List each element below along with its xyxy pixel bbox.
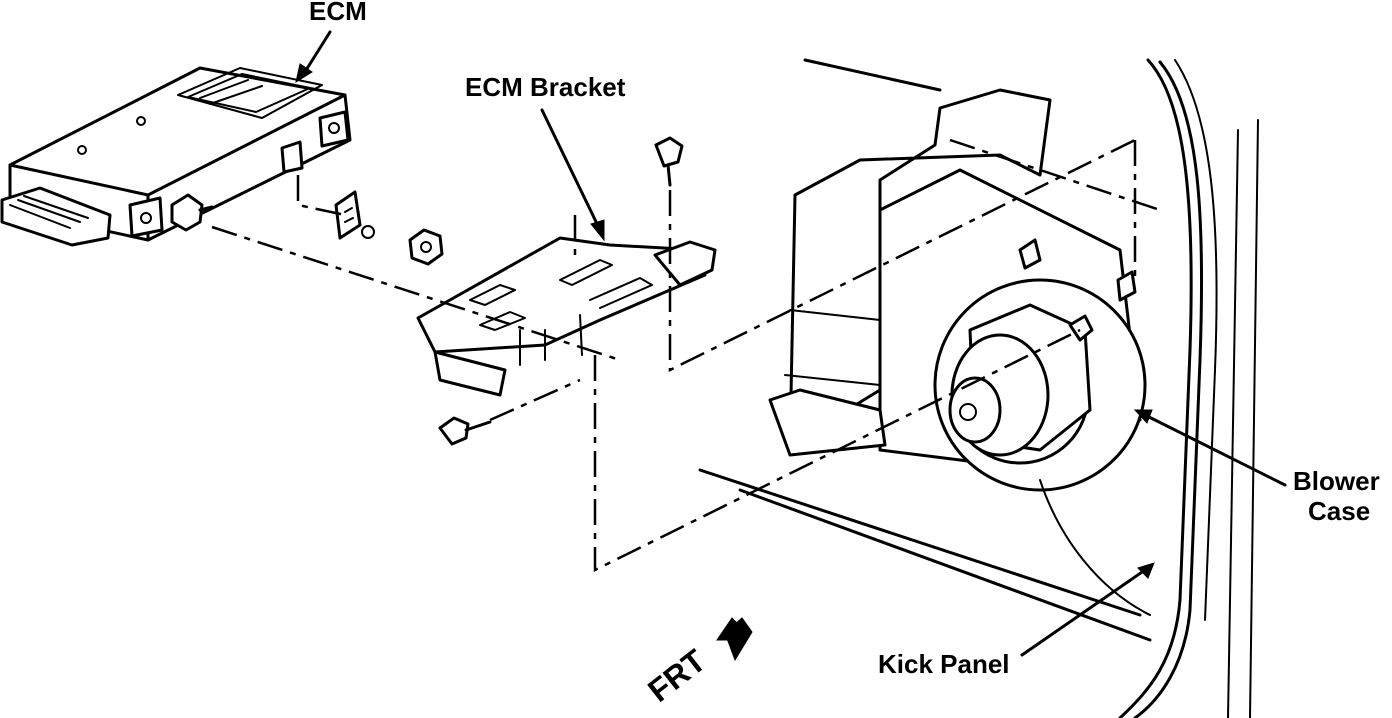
- assembly-lines: [211, 138, 1161, 573]
- bracket-screw-top: [654, 136, 684, 187]
- ecm-clip: [334, 190, 375, 240]
- ecm-nut: [408, 228, 444, 266]
- leader-lines: [295, 30, 1287, 657]
- label-blower-case-line2: Case: [1308, 496, 1370, 526]
- label-front: FRT: [641, 642, 713, 709]
- bracket-screw-bottom: [438, 416, 492, 446]
- label-ecm: ECM: [309, 0, 367, 26]
- front-arrow: [716, 617, 753, 662]
- ecm-module: [0, 66, 352, 247]
- label-kick-panel: Kick Panel: [878, 649, 1010, 679]
- label-blower-case-line1: Blower: [1293, 466, 1380, 496]
- blower-case: [768, 88, 1147, 492]
- ecm-bracket: [416, 236, 717, 397]
- label-ecm-bracket: ECM Bracket: [465, 72, 626, 102]
